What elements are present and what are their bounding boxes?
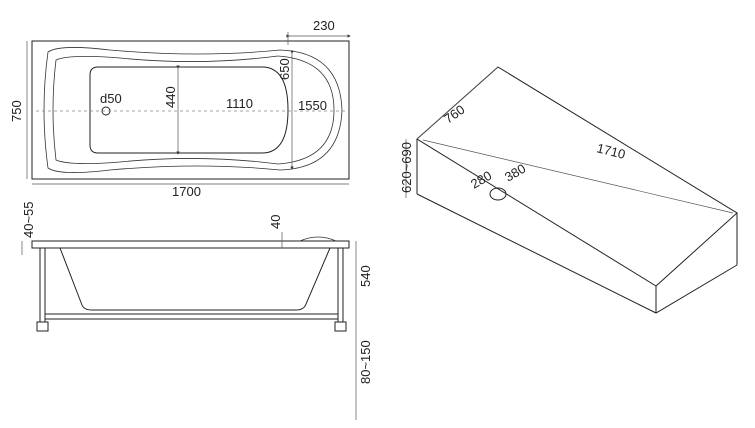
label-380: 380: [502, 161, 528, 185]
label-540: 540: [358, 265, 373, 287]
headrest-profile: [299, 236, 337, 242]
label-280: 280: [468, 168, 494, 192]
label-620-690: 620~690: [399, 142, 414, 193]
box-bottom-edges: [416, 193, 738, 314]
label-d50: d50: [100, 91, 122, 106]
label-750: 750: [9, 100, 24, 122]
label-230: 230: [313, 18, 335, 33]
box-view: 760 1710 620~690 280 380: [399, 66, 738, 314]
label-1700: 1700: [172, 184, 201, 199]
box-drain: [489, 187, 507, 201]
label-40: 40: [268, 215, 283, 229]
tub-shell-outer: [43, 47, 343, 173]
tub-shell-inner: [52, 55, 335, 165]
tub-rim: [31, 240, 350, 249]
top-view-outline: [31, 40, 350, 180]
tub-basin: [89, 66, 289, 154]
top-view: 230 750 650 440 d50 1110 1550 1700: [9, 18, 351, 199]
foot-right: [334, 321, 347, 332]
label-1110: 1110: [226, 96, 253, 111]
label-40-55: 40~55: [21, 201, 36, 238]
label-1550: 1550: [298, 98, 327, 113]
side-view: 40~55 40 540 80~150: [21, 201, 373, 420]
tub-body-side: [59, 247, 331, 311]
label-650: 650: [277, 58, 292, 80]
label-1710: 1710: [595, 140, 627, 162]
label-80-150: 80~150: [358, 340, 373, 384]
foot-left: [36, 321, 49, 332]
label-440: 440: [163, 86, 178, 108]
label-760: 760: [441, 102, 467, 127]
